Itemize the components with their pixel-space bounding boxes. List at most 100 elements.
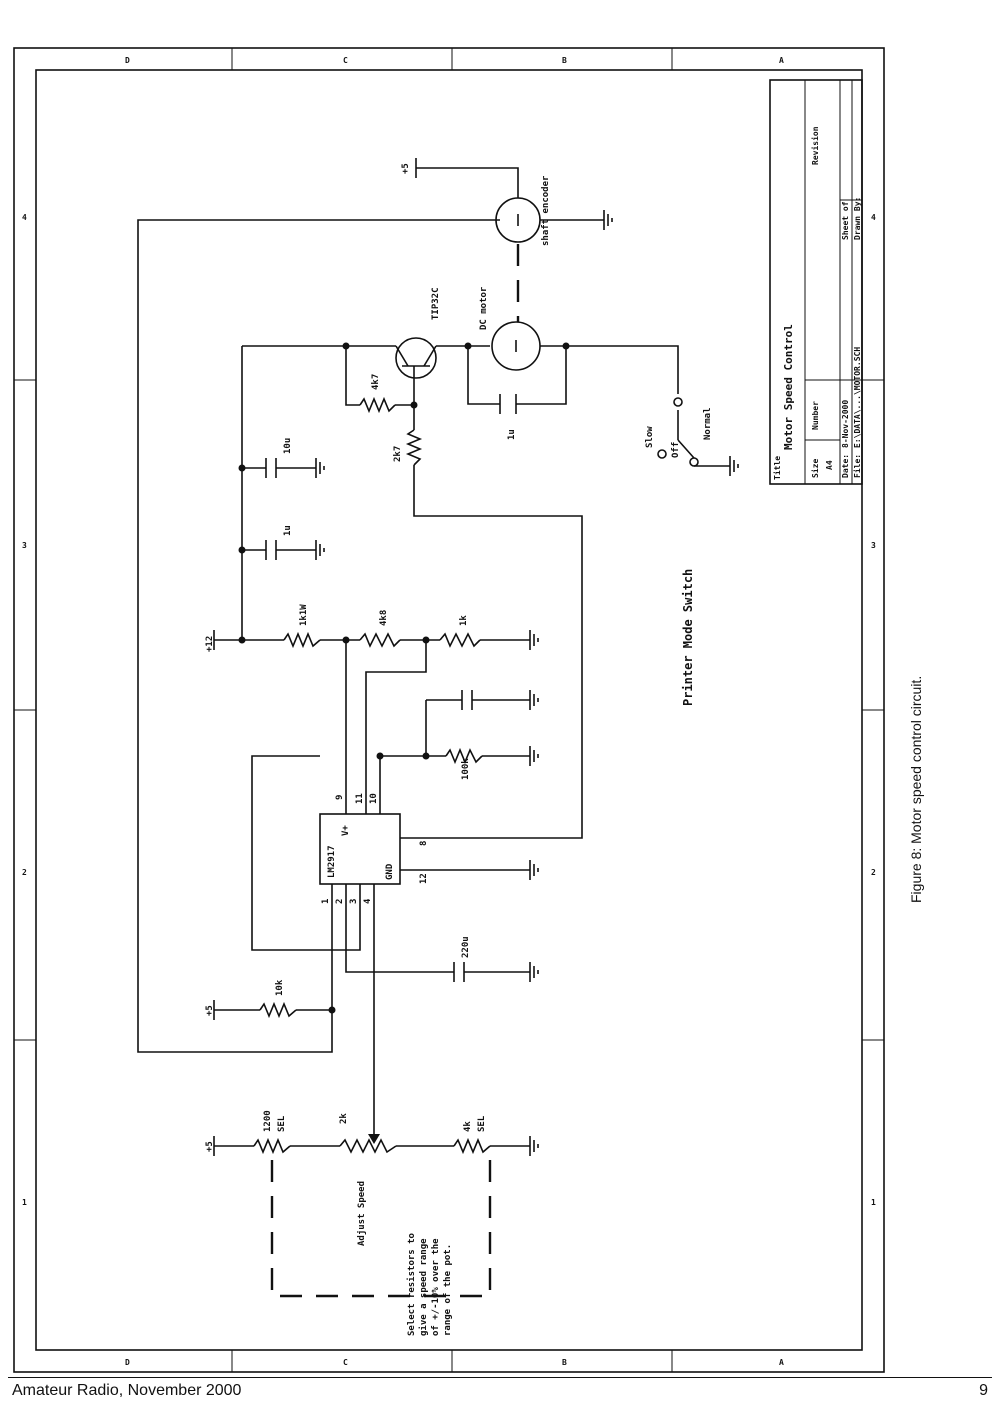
- capacitor-1u-a-label: 1u: [283, 525, 293, 536]
- supply-plus5-mid-label: +5: [205, 1005, 215, 1016]
- resistor-1k1w-label: 1k1W: [299, 604, 309, 626]
- title-block-drawn-label: Drawn By:: [853, 197, 862, 240]
- supply-bars: [213, 158, 417, 1156]
- adjust-note-line-2: give a speed range: [418, 1238, 429, 1336]
- inner-border: [35, 69, 863, 1351]
- ic-label: LM2917: [327, 845, 337, 878]
- supply-plus5-bottom-label: +5: [205, 1141, 215, 1152]
- resistor-4k7: [359, 396, 396, 414]
- title-block: Title Motor Speed Control Size A4 Number…: [769, 79, 863, 485]
- resistor-1k-label: 1k: [459, 615, 469, 626]
- zone-ticks: [14, 48, 884, 1372]
- resistor-1200: [253, 1137, 291, 1155]
- zone-letter-bottom-d: D: [125, 1358, 130, 1367]
- resistor-10k-label: 10k: [275, 979, 285, 996]
- transistor-label: TIP32C: [431, 287, 441, 320]
- potentiometer-2k: [339, 1138, 397, 1154]
- capacitors: [265, 394, 517, 982]
- pin-12-label: 12: [419, 873, 429, 884]
- resistor-1k1w: [283, 631, 321, 649]
- zone-letter-top-d: D: [125, 56, 130, 65]
- pot-wiper-arrow: [368, 1134, 380, 1144]
- zone-number-left-2: 2: [22, 868, 27, 877]
- pin-4-label: 4: [363, 898, 373, 904]
- title-block-size: A4: [825, 460, 834, 470]
- title-block-revision-label: Revision: [810, 126, 820, 165]
- footer-publication: Amateur Radio, November 2000: [12, 1382, 242, 1399]
- adjust-note-line-3: of +/-10% over the: [431, 1238, 441, 1336]
- capacitor-10u-label: 10u: [283, 438, 293, 454]
- pin-11-label: 11: [355, 793, 365, 804]
- switch-normal-label: Normal: [703, 407, 713, 440]
- adjust-note-line-1: Select resistors to: [406, 1233, 417, 1336]
- junctions: [238, 342, 570, 1014]
- resistor-sel2-label: SEL: [477, 1115, 487, 1132]
- adjust-speed-label: Adjust Speed: [356, 1181, 367, 1246]
- ic-vplus-label: V+: [341, 825, 351, 836]
- title-block-file: E:\DATA\...\MOTOR.SCH: [853, 347, 862, 448]
- capacitor-220u-label: 220u: [461, 936, 471, 958]
- switch-off-label: Off: [671, 442, 681, 458]
- ic-gnd-label: GND: [385, 863, 395, 880]
- switch-slow-label: Slow: [645, 426, 655, 448]
- zone-letter-bottom-c: C: [343, 1358, 348, 1367]
- zone-letter-top-a: A: [779, 56, 784, 65]
- resistor-sel1-label: SEL: [277, 1115, 287, 1132]
- resistors: [253, 396, 491, 1155]
- wires: [137, 167, 730, 1147]
- zone-number-left-4: 4: [22, 213, 27, 222]
- footer-page-number: 9: [979, 1382, 988, 1399]
- title-block-date-label: Date:: [841, 454, 850, 478]
- zone-number-right-4: 4: [871, 213, 876, 222]
- zone-letter-top-c: C: [343, 56, 348, 65]
- resistor-4k-label: 4k: [463, 1121, 473, 1132]
- capacitor-1u-b-label: 1u: [507, 429, 517, 440]
- pin-2-label: 2: [335, 899, 345, 904]
- resistor-1200-label: 1200: [263, 1110, 273, 1132]
- pin-10-label: 10: [369, 793, 379, 804]
- printer-mode-switch-label: Printer Mode Switch: [681, 569, 695, 706]
- title-block-date: 8-Nov-2000: [841, 400, 850, 448]
- ground-symbols: [315, 210, 739, 1156]
- dc-motor-label: DC motor: [479, 286, 489, 330]
- title-block-sheet-label: Sheet of: [841, 201, 850, 240]
- pin-3-label: 3: [349, 899, 359, 904]
- shaft-encoder-label: shaft encoder: [541, 175, 551, 246]
- zone-number-right-1: 1: [871, 1198, 876, 1207]
- title-block-title: Motor Speed Control: [782, 324, 795, 450]
- potentiometer-label: 2k: [339, 1113, 349, 1124]
- ic-lm2917: [319, 813, 401, 885]
- resistor-2k7-label: 2k7: [393, 446, 403, 462]
- footer-rule: [8, 1377, 992, 1378]
- pin-8-label: 8: [419, 841, 429, 846]
- adjust-note-line-4: range of the pot.: [443, 1244, 453, 1336]
- transistor-symbol: [395, 337, 437, 379]
- adjust-speed-box: [270, 1160, 492, 1298]
- resistor-4k8-label: 4k8: [379, 610, 389, 626]
- pin-9-label: 9: [335, 795, 345, 800]
- resistor-2k7: [405, 429, 423, 466]
- dc-motor-symbol: [491, 321, 541, 371]
- resistor-4k: [453, 1137, 491, 1155]
- pin-1-label: 1: [321, 899, 331, 904]
- zone-number-left-1: 1: [22, 1198, 27, 1207]
- figure-caption: Figure 8: Motor speed control circuit.: [908, 675, 924, 903]
- printer-mode-switch-symbol: [657, 397, 699, 467]
- zone-letter-top-b: B: [562, 56, 567, 65]
- zone-number-right-3: 3: [871, 541, 876, 550]
- resistor-4k7-label: 4k7: [371, 374, 381, 390]
- resistor-10k: [259, 1001, 297, 1019]
- resistor-100k: [445, 747, 483, 765]
- zone-letter-bottom-a: A: [779, 1358, 784, 1367]
- title-block-file-label: File:: [852, 454, 862, 478]
- resistor-4k8: [359, 632, 401, 648]
- shaft-encoder-symbol: [495, 197, 541, 243]
- resistor-100k-label: 100k: [461, 758, 471, 780]
- supply-plus12-label: +12: [205, 636, 215, 652]
- zone-number-right-2: 2: [871, 868, 876, 877]
- title-block-number-label: Number: [811, 401, 820, 430]
- zone-letter-bottom-b: B: [562, 1358, 567, 1367]
- title-block-title-label: Title: [772, 456, 782, 480]
- outer-border: [13, 47, 885, 1373]
